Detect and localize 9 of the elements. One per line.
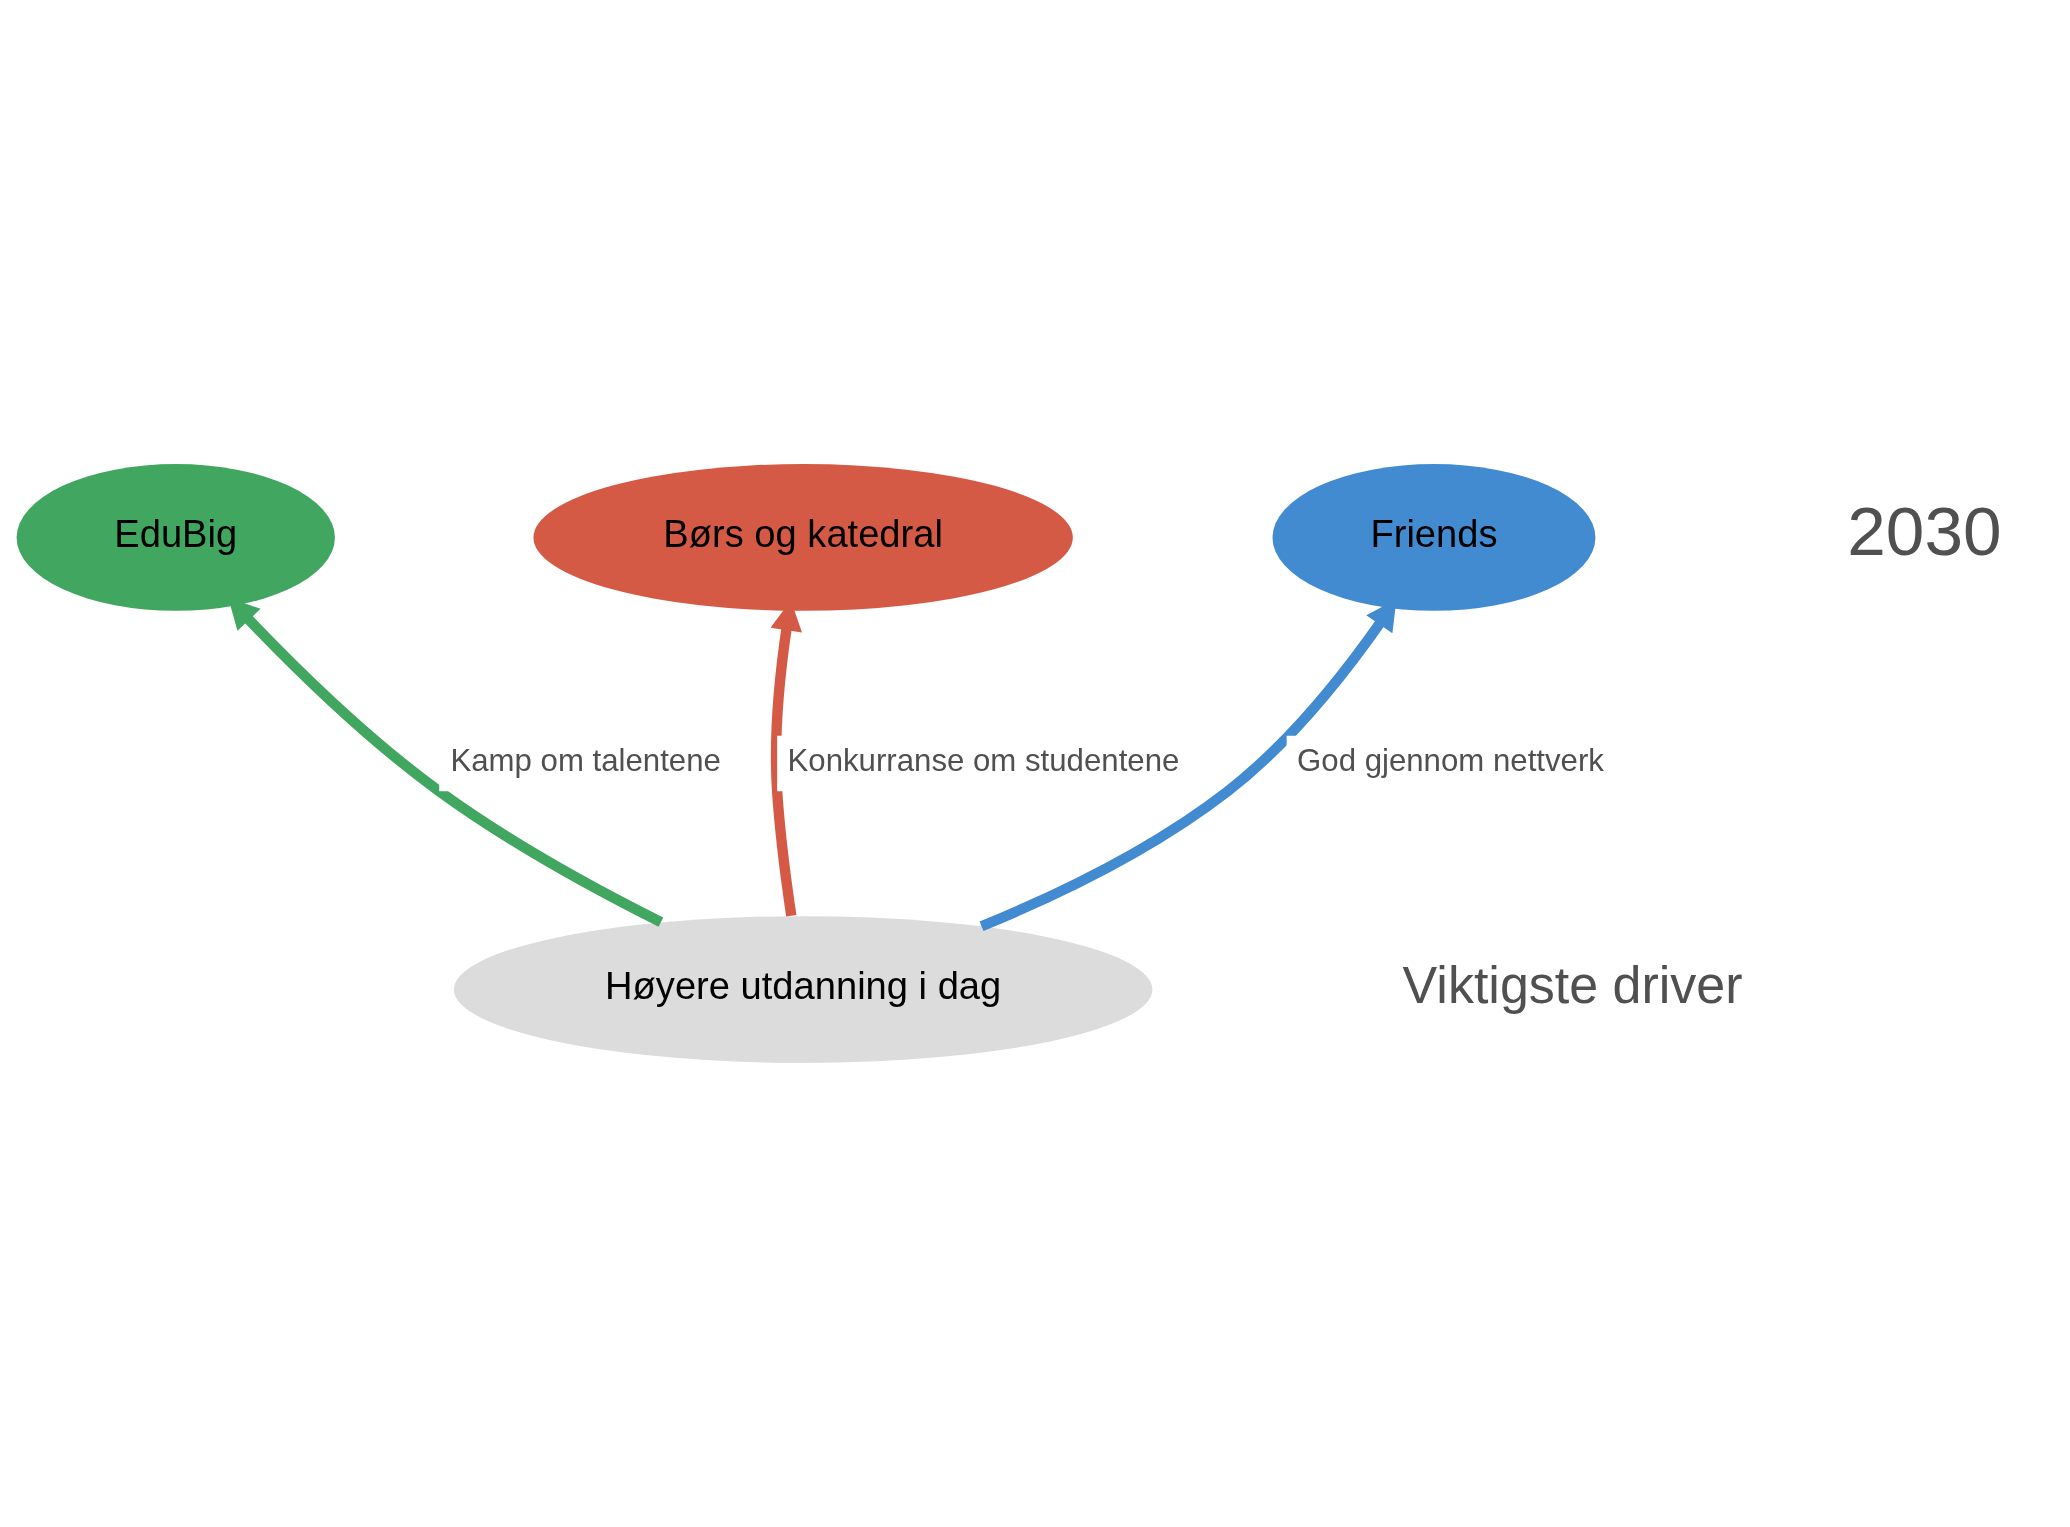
edge-label: Konkurranse om studentene bbox=[787, 743, 1180, 779]
label: 2030 bbox=[1847, 491, 2002, 570]
node-ellipse: Friends bbox=[1272, 464, 1596, 611]
node-ellipse: Børs og katedral bbox=[533, 464, 1073, 611]
node-ellipse: EduBig bbox=[16, 464, 335, 611]
node-ellipse: Høyere utdanning i dag bbox=[453, 916, 1153, 1063]
edge-label: Kamp om talentene bbox=[450, 743, 721, 779]
label: Viktigste driver bbox=[1402, 955, 1743, 1014]
edge-label: God gjennom nettverk bbox=[1297, 743, 1604, 779]
